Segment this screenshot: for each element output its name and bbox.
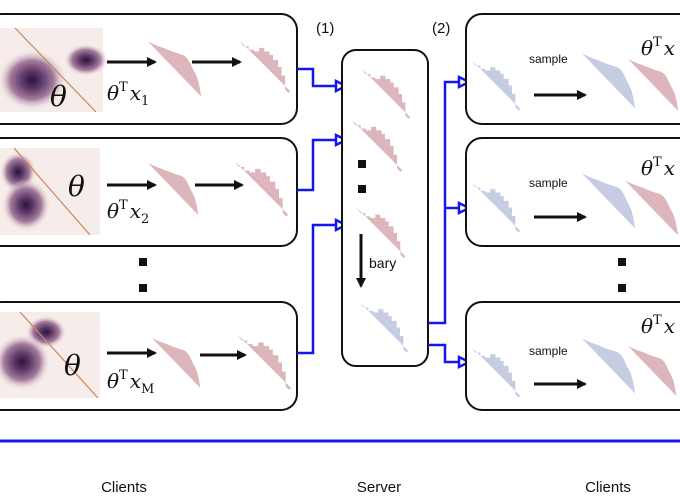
ellipsis-dot	[358, 185, 366, 193]
server-box: bary	[341, 49, 429, 367]
bary-label: bary	[369, 255, 396, 271]
upload-connectors	[297, 67, 349, 355]
projection-line	[13, 147, 91, 236]
theta-label: θ	[50, 80, 67, 113]
sample-label: sample	[529, 52, 568, 66]
clients-left-label: Clients	[101, 479, 147, 496]
theta-label: θ	[64, 349, 81, 382]
ellipsis-dot	[358, 160, 366, 168]
step-1-label: (1)	[316, 20, 334, 37]
ellipsis-dots-right	[618, 258, 626, 292]
broadcast-connectors	[428, 74, 472, 370]
ellipsis-dots-left	[139, 258, 147, 292]
theta-label: θ	[68, 170, 85, 203]
server-label: Server	[357, 479, 401, 496]
sample-label: sample	[529, 344, 568, 358]
clients-right-label: Clients	[585, 479, 631, 496]
step-2-label: (2)	[432, 20, 450, 37]
projection-line	[19, 311, 99, 399]
sample-label: sample	[529, 176, 568, 190]
projection-line	[14, 27, 97, 113]
